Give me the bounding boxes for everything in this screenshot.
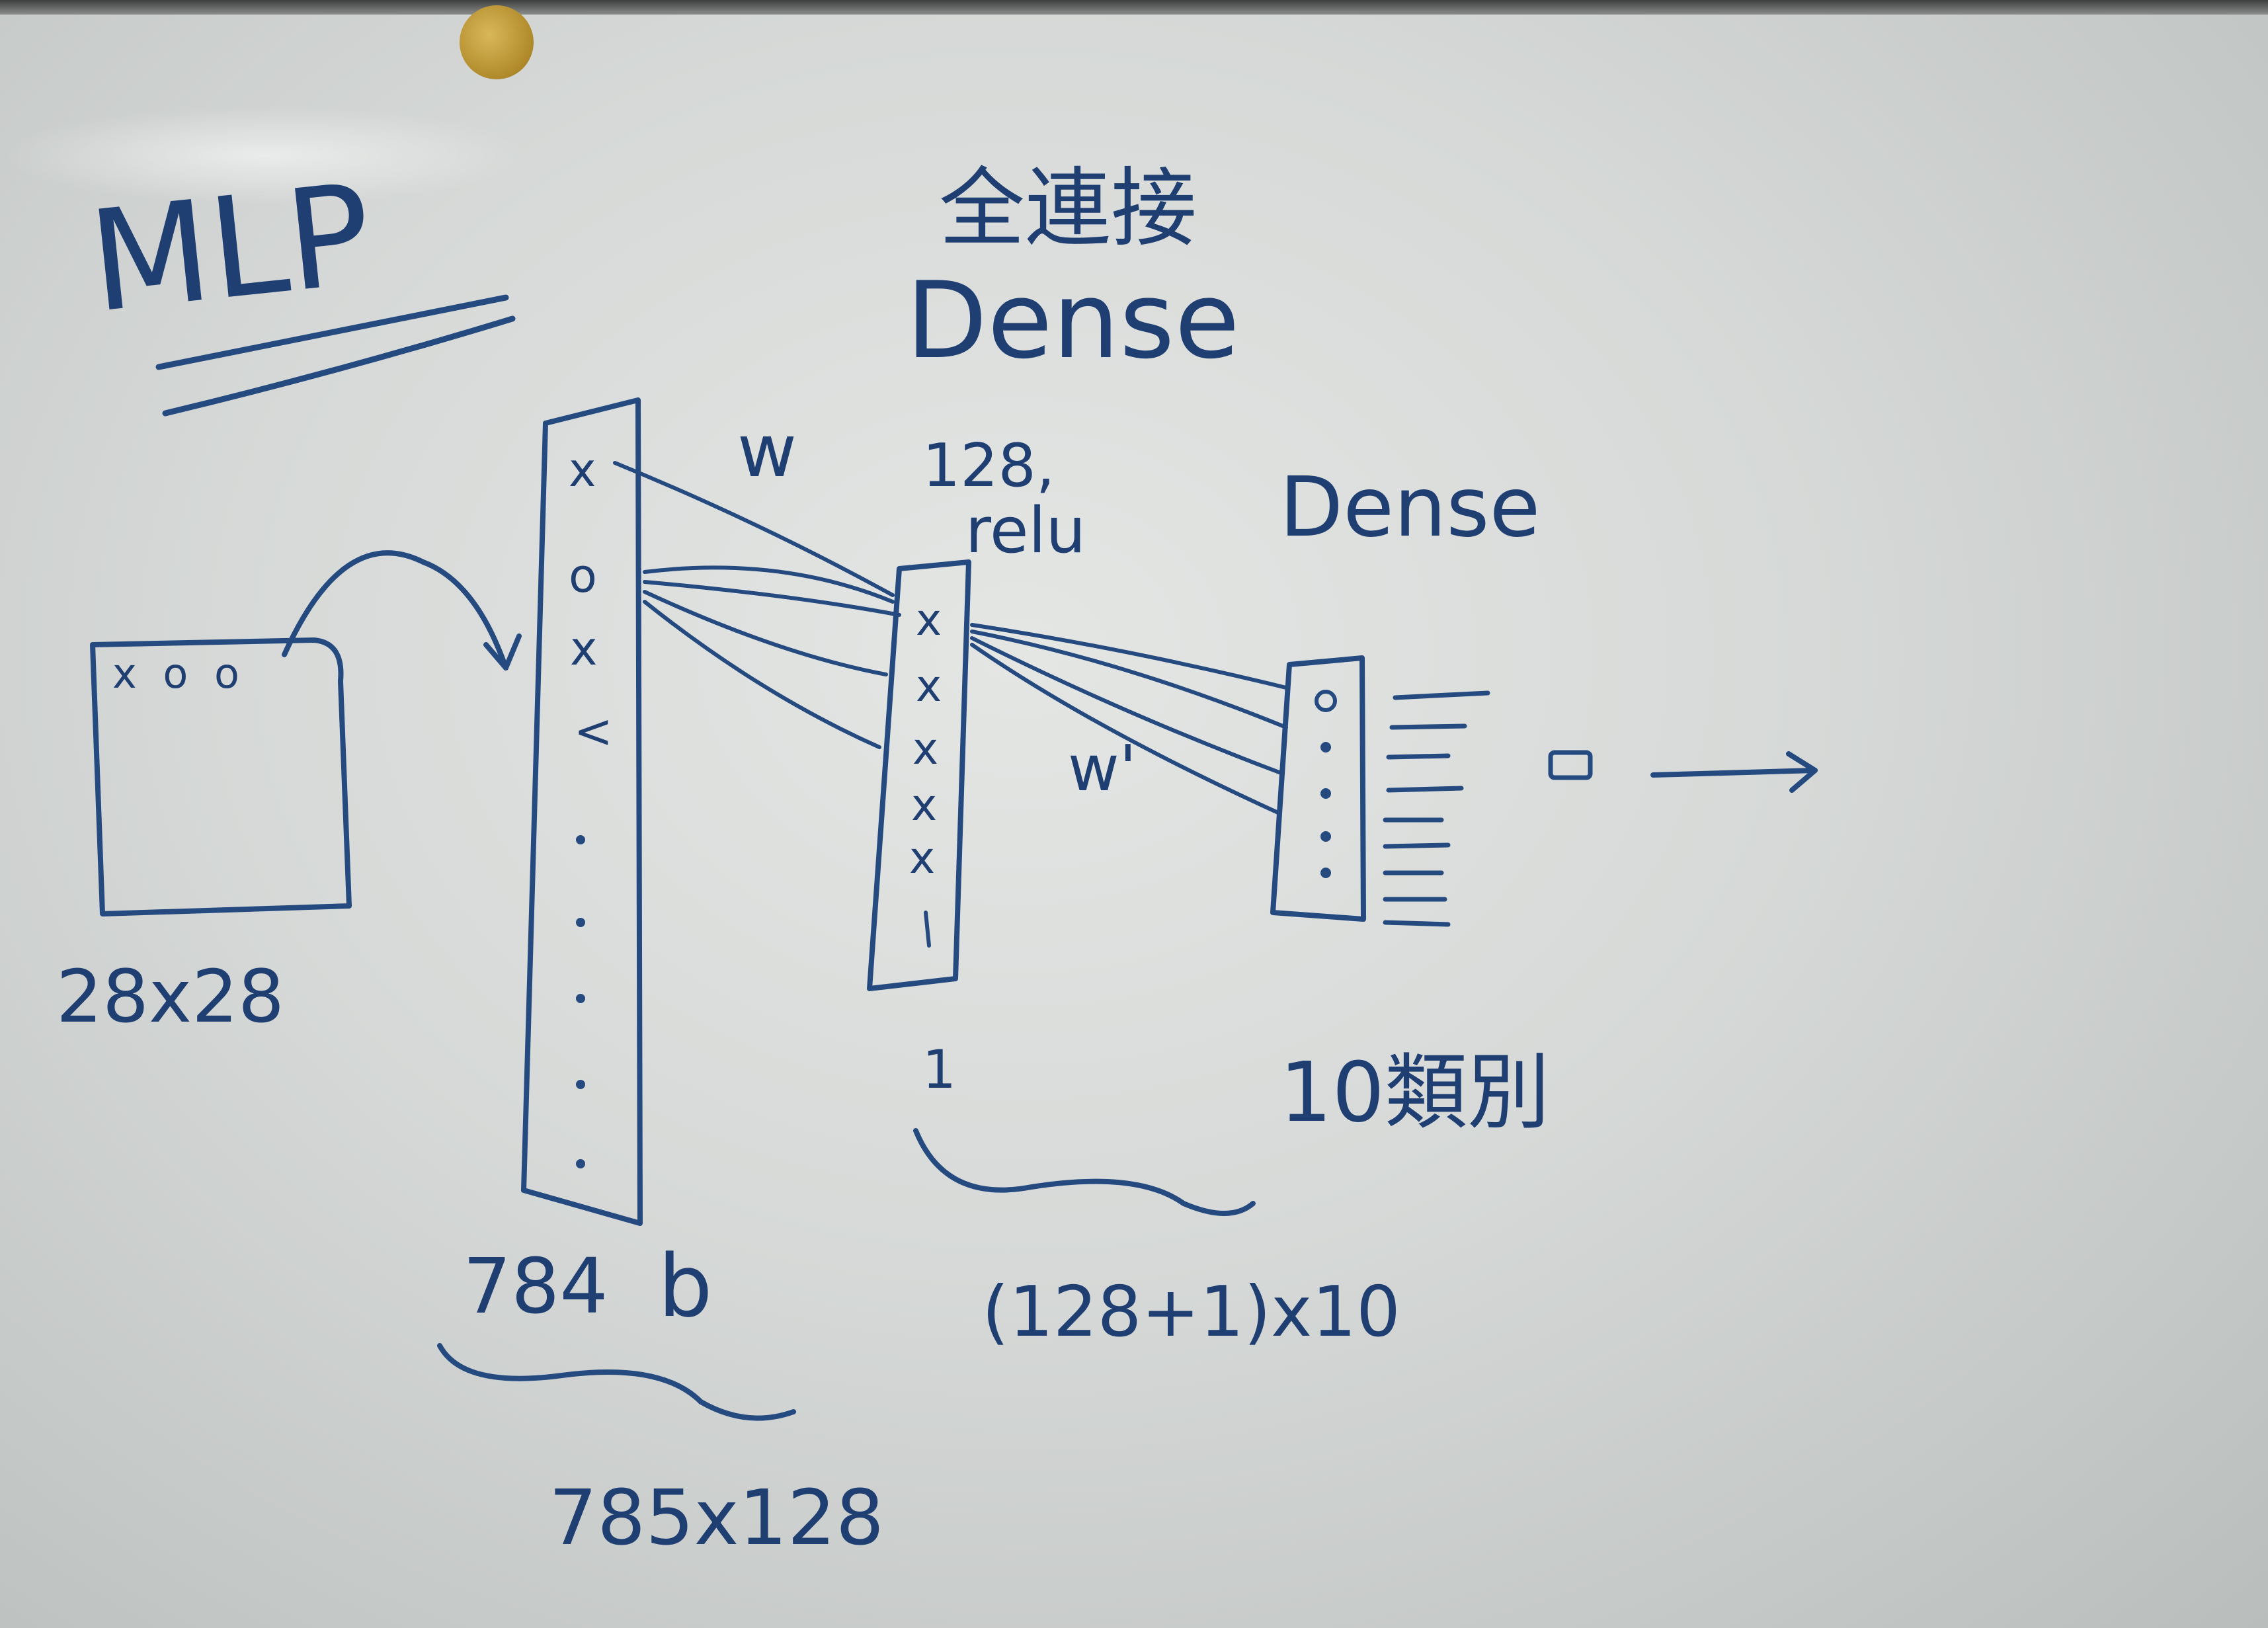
connection-line bbox=[970, 623, 1288, 690]
flatten-layer-box bbox=[521, 397, 643, 1226]
prediction-box-icon bbox=[1548, 750, 1593, 780]
connection-line bbox=[643, 590, 888, 676]
output-score-bar bbox=[1383, 920, 1451, 927]
fully-connected-label: 全連接 bbox=[939, 158, 1197, 259]
flatten-cell-2: x bbox=[570, 622, 597, 676]
flatten-dot-1 bbox=[576, 835, 585, 844]
arrow-head-icon bbox=[1786, 751, 1818, 793]
hidden-cell-1: x bbox=[916, 661, 942, 712]
connection-line bbox=[643, 580, 901, 617]
output-score-bar bbox=[1386, 753, 1451, 760]
input-image-box bbox=[90, 637, 352, 916]
hidden-cell-4: x bbox=[909, 833, 935, 883]
output-node-icon bbox=[1320, 742, 1331, 753]
flatten-dot-5 bbox=[576, 1159, 585, 1168]
connection-line bbox=[643, 600, 881, 749]
output-arrow bbox=[1650, 768, 1818, 778]
flatten-dot-3 bbox=[576, 994, 585, 1003]
hidden-activation-label: relu bbox=[965, 495, 1086, 567]
output-layer-label: Dense bbox=[1279, 460, 1540, 555]
magnet-icon bbox=[460, 5, 534, 79]
flatten-cell-3: < bbox=[574, 704, 613, 758]
connection-line bbox=[970, 636, 1285, 776]
output-score-bar bbox=[1383, 842, 1451, 849]
hidden-cell-3: x bbox=[911, 780, 937, 831]
flatten-bias-label: b bbox=[658, 1236, 713, 1336]
output-weight-label: w' bbox=[1068, 733, 1137, 805]
hidden-weight-label: w bbox=[737, 409, 797, 493]
title-underline-2 bbox=[162, 315, 516, 417]
flatten-dot-4 bbox=[576, 1080, 585, 1089]
output-layer-box bbox=[1270, 655, 1366, 922]
output-score-bar bbox=[1393, 690, 1490, 700]
flatten-arrow bbox=[282, 550, 508, 671]
connection-line bbox=[643, 565, 895, 604]
output-node-icon bbox=[1320, 788, 1331, 799]
whiteboard-frame bbox=[0, 0, 2268, 15]
hidden-bias-mark: 1 bbox=[922, 1039, 956, 1100]
input-image-first-row: x o o bbox=[112, 649, 246, 698]
flatten-dot-2 bbox=[576, 918, 585, 927]
flatten-cell-1: o bbox=[569, 549, 597, 603]
title-underline-1 bbox=[155, 294, 509, 370]
output-node-icon bbox=[1315, 690, 1337, 712]
flatten-brace bbox=[437, 1343, 796, 1421]
flatten-size-label: 784 bbox=[463, 1242, 608, 1331]
hidden-cell-2: x bbox=[912, 723, 938, 774]
input-size-label: 28x28 bbox=[56, 954, 284, 1039]
output-score-bar bbox=[1389, 723, 1467, 730]
connection-line bbox=[613, 461, 895, 597]
hidden-layer-box bbox=[867, 559, 971, 991]
output-classes-label: 10類別 bbox=[1279, 1045, 1550, 1141]
hidden-param-label: (128+1)x10 bbox=[982, 1272, 1400, 1352]
flatten-param-label: 785x128 bbox=[549, 1474, 884, 1563]
connection-line bbox=[970, 630, 1288, 729]
output-node-icon bbox=[1320, 868, 1331, 878]
connection-line bbox=[970, 643, 1281, 815]
hidden-layer-tick bbox=[924, 911, 931, 948]
hidden-units-label: 128, bbox=[922, 431, 1055, 501]
output-score-bar bbox=[1386, 786, 1464, 793]
hidden-cell-0: x bbox=[916, 594, 942, 645]
light-glare bbox=[0, 106, 529, 205]
dense-header-label: Dense bbox=[906, 259, 1240, 382]
flatten-cell-0: x bbox=[569, 443, 596, 497]
diagram-title: MLP bbox=[83, 153, 379, 344]
hidden-brace bbox=[913, 1128, 1256, 1216]
output-node-icon bbox=[1320, 831, 1331, 842]
flatten-arrow-head bbox=[483, 633, 522, 671]
